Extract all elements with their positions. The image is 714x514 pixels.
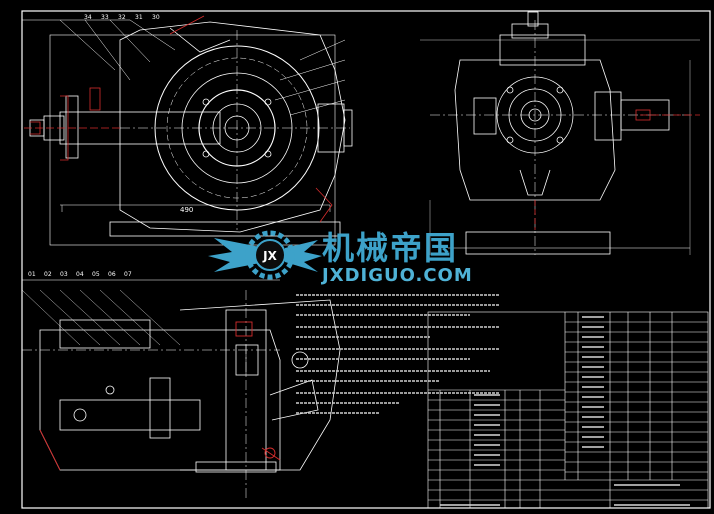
watermark-logo: JX bbox=[208, 230, 322, 280]
balloon-numbers-top: 34 33 32 31 30 bbox=[84, 14, 160, 21]
parts-list-table bbox=[427, 311, 709, 509]
drawing-border bbox=[21, 10, 711, 509]
section-view-accent-lines bbox=[39, 321, 281, 471]
balloon-number: 07 bbox=[124, 271, 132, 278]
watermark-url: JXDIGUO.COM bbox=[322, 265, 473, 286]
section-view bbox=[21, 279, 341, 500]
dimension-label: 490 bbox=[180, 206, 193, 214]
balloon-number: 03 bbox=[60, 271, 68, 278]
balloon-number: 31 bbox=[135, 14, 143, 21]
balloon-number: 02 bbox=[44, 271, 52, 278]
balloon-number: 34 bbox=[84, 14, 92, 21]
watermark-logo-text: JX bbox=[262, 249, 277, 263]
balloon-number: 06 bbox=[108, 271, 116, 278]
balloon-number: 04 bbox=[76, 271, 84, 278]
balloon-numbers-bottom: 01 02 03 04 05 06 07 bbox=[28, 271, 132, 278]
front-view-accent-lines bbox=[24, 15, 333, 223]
side-view-accent-lines bbox=[534, 109, 700, 230]
watermark-title: 机械帝国 bbox=[322, 229, 459, 267]
balloon-number: 01 bbox=[28, 271, 36, 278]
front-view bbox=[29, 19, 353, 246]
side-view bbox=[420, 11, 700, 255]
balloon-number: 32 bbox=[118, 14, 126, 21]
balloon-number: 05 bbox=[92, 271, 100, 278]
parts-list-cell-marks bbox=[440, 316, 690, 506]
balloon-number: 30 bbox=[152, 14, 160, 21]
technical-notes-block bbox=[296, 294, 500, 414]
balloon-number: 33 bbox=[101, 14, 109, 21]
